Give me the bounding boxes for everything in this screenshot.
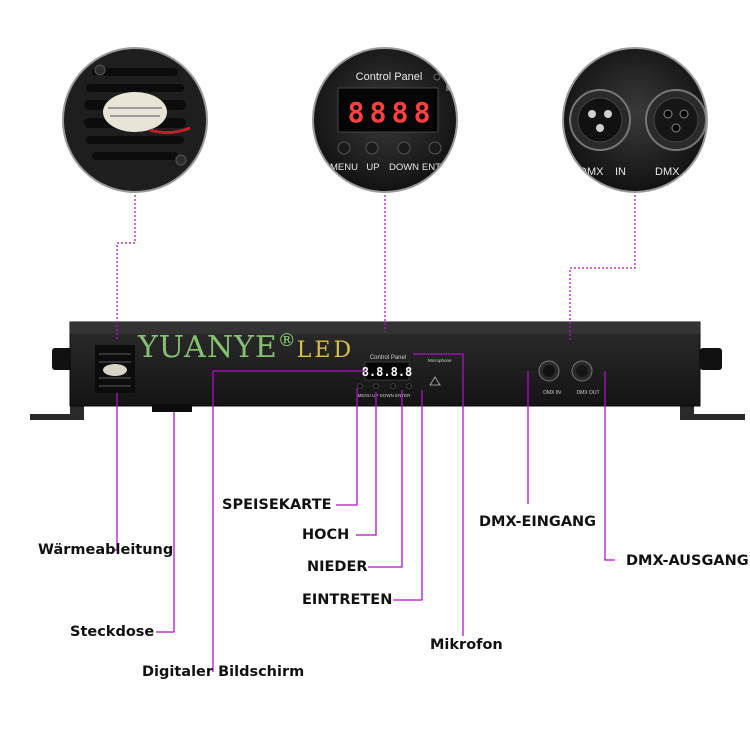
zoom-btn-label: UP bbox=[366, 162, 379, 173]
certification-icon bbox=[429, 376, 441, 386]
label-digital-screen: Digitaler Bildschirm bbox=[142, 664, 305, 680]
label-microphone: Mikrofon bbox=[430, 637, 503, 653]
label-down: NIEDER bbox=[307, 559, 368, 575]
up-button-icon bbox=[365, 141, 379, 155]
device-button-row: MENU UP DOWN ENTER bbox=[358, 393, 411, 398]
down-button-icon bbox=[397, 141, 411, 155]
device-mic-text: Microphone bbox=[428, 358, 452, 363]
zoom-btn-label: MENU bbox=[330, 162, 358, 173]
label-dmx-out: DMX-AUSGANG bbox=[626, 553, 749, 569]
right-knob bbox=[700, 348, 722, 370]
zoom-heat-sink bbox=[62, 47, 208, 193]
zoom-display bbox=[337, 87, 439, 133]
menu-button-icon bbox=[337, 141, 351, 155]
zoom-dmx-out-sub: O bbox=[689, 166, 698, 178]
label-up: HOCH bbox=[302, 527, 350, 543]
zoom-panel-title: Control Panel bbox=[356, 71, 423, 83]
label-heat-sink: Wärmeableitung bbox=[38, 542, 174, 558]
screw-icon bbox=[94, 64, 106, 76]
label-enter: EINTRETEN bbox=[302, 592, 393, 608]
display-digit: 8 bbox=[414, 96, 431, 129]
brand-mark: ® bbox=[277, 330, 297, 351]
screw-icon bbox=[175, 154, 187, 166]
xlr-female-icon bbox=[645, 89, 707, 151]
power-socket bbox=[152, 404, 192, 412]
label-menu: SPEISEKARTE bbox=[222, 497, 332, 513]
display-digit: 8 bbox=[348, 96, 365, 129]
device-digits: 8.8.8.8 bbox=[362, 365, 413, 379]
label-dmx-in: DMX-EINGANG bbox=[479, 514, 597, 530]
zoom-dmx-in-sub: IN bbox=[615, 166, 626, 178]
xlr-male-icon bbox=[569, 89, 631, 151]
device-panel-title: Control Panel bbox=[370, 355, 406, 361]
left-knob bbox=[52, 348, 74, 370]
zoom-dmx-out-label: DMX bbox=[655, 166, 680, 178]
brand-name: YUANYE bbox=[138, 330, 278, 365]
brand-logo: YUANYE®LED bbox=[138, 330, 354, 365]
zoom-btn-label: DOWN bbox=[389, 162, 419, 173]
device-dmx-out-text: DMX OUT bbox=[576, 390, 599, 396]
mic-hole-icon bbox=[433, 73, 441, 81]
leader-lines bbox=[112, 195, 636, 672]
fan-label-sticker bbox=[103, 92, 167, 132]
device-bar: Control Panel Microphone 8.8.8.8 MENU UP… bbox=[30, 321, 745, 420]
display-digit: 8 bbox=[370, 96, 387, 129]
zoom-control-panel: Control Panel Mic 8 8 8 8 MENU UP DOWN E… bbox=[312, 47, 458, 193]
display-digit: 8 bbox=[392, 96, 409, 129]
brand-led: LED bbox=[296, 338, 355, 363]
zoom-dmx-connectors: DMX IN DMX O bbox=[562, 47, 708, 193]
label-socket: Steckdose bbox=[70, 624, 155, 640]
device-dmx-in-text: DMX IN bbox=[543, 390, 561, 396]
enter-button-icon bbox=[428, 141, 442, 155]
